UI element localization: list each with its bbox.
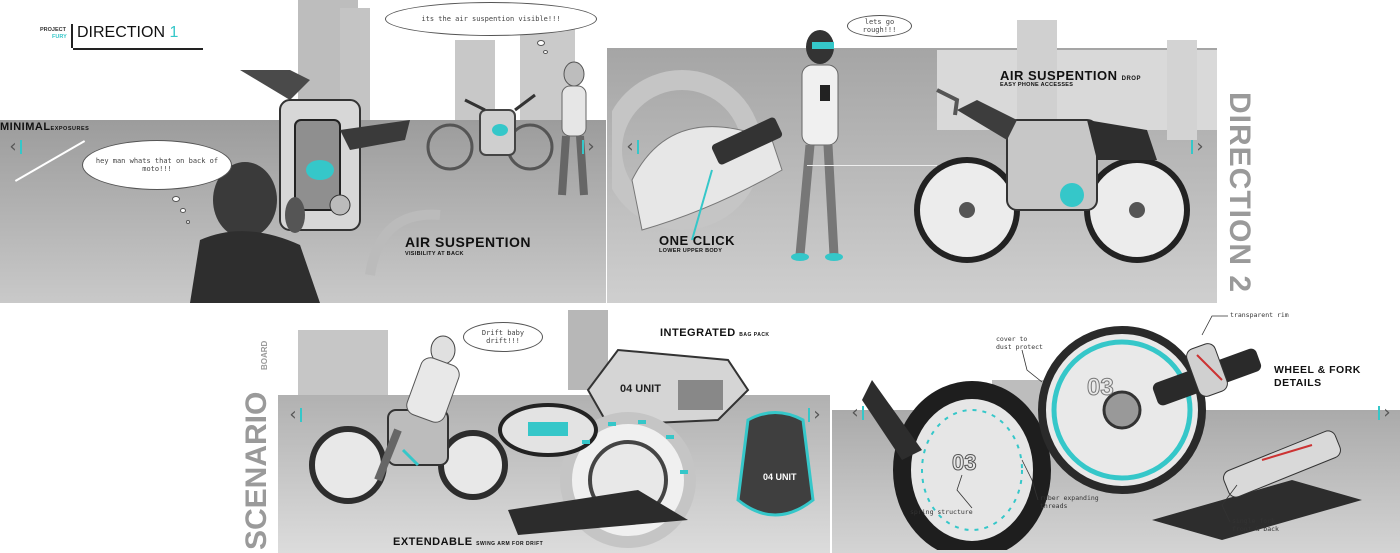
unit-label-frame: 04 UNIT [620,383,661,395]
previous-slide-button[interactable]: ‹ [842,400,868,426]
bubble-dot [186,220,190,224]
rider-standing-figure [558,61,588,196]
air-suspension-subheading: VISIBILITY AT BACK [405,251,464,257]
wheel-fork-title-line2: DETAILS [1274,377,1322,390]
chevron-left-icon: ‹ [851,402,859,423]
wheel-fork-title-line1: WHEEL & FORK [1274,364,1361,376]
next-slide-button[interactable]: › [804,402,830,428]
direction1-word: DIRECTION [77,24,165,41]
chevron-right-icon: › [813,404,821,425]
exposures-label: EXPOSURES [50,126,90,132]
integrated-heading: INTEGRATED BAG PACK [660,327,770,339]
air-suspension-heading: AIR SUSPENTION [405,234,532,250]
drift-rider-motorcycle-sketch [309,335,508,504]
bubble-dot [537,40,545,46]
next-slide-button[interactable]: › [1374,400,1400,426]
direction2-vertical-title: DIRECTION 2 [1216,0,1256,303]
single-fork-note: single fork front & back [1232,517,1279,533]
next-slide-button[interactable]: › [1187,134,1213,160]
chevron-right-icon: › [1196,136,1204,157]
next-slide-button[interactable]: › [578,134,604,160]
panel-one-click-suspension-drop: lets go rough!!! ONE CLICK LOWER UPPER B… [607,0,1217,303]
unit-label-backpack: 04 UNIT [763,472,797,482]
board-label: BOARD [260,340,269,370]
project-label: PROJECT [40,27,66,33]
panel-air-suspension-visibility: MINIMALEXPOSURES its the air suspention … [0,0,606,303]
panel-integrated-bag-extendable-arm: Drift baby drift!!! 04 UNIT 04 UNIT INTE… [278,310,830,553]
previous-slide-button[interactable]: ‹ [280,402,306,428]
wheel-number-front: 03 [952,450,976,475]
fury-label: FURY [52,34,67,40]
minimal-label: MINIMAL [0,121,51,133]
scenario-board-vertical-title: SCENARIO BOARD [240,300,276,553]
city-skyline-tall [1017,20,1057,130]
bag-pack-label: BAG PACK [739,332,770,338]
pointer-line [807,165,937,166]
wheel-number-rear: 03 [1087,374,1114,401]
drop-label: DROP [1121,76,1141,82]
motorcycle-sketch-background [426,93,554,171]
panel-wheel-fork-details: 03 03 WHEEL & FORK DETAILS cover to dust… [832,310,1400,553]
air-suspension-drop-heading: AIR SUSPENTION DROP [1000,68,1141,83]
motorcycle-sketch-main [240,70,410,231]
rider-with-helmet-figure [791,30,843,261]
chevron-right-icon: › [1383,402,1391,423]
annotation-leader-lines [956,315,1238,523]
integrated-backpack-frame-sketch: 04 UNIT [586,348,750,427]
integrated-title: INTEGRATED [660,327,736,339]
scenario-label: SCENARIO [240,391,273,550]
project-header: PROJECT FURY DIRECTION 1 [40,24,210,50]
speech-bubble: Drift baby drift!!! [463,322,543,352]
direction1-number: 1 [169,24,179,41]
swing-arm-label: SWING ARM FOR DRIFT [476,541,544,547]
single-fork-sketch-top [1152,343,1262,406]
swing-arm-wheel-sketch [498,403,696,548]
chevron-left-icon: ‹ [289,404,297,425]
cover-dust-note: cover to dust protect [996,335,1043,351]
rear-wheel-transparent-rim-sketch: 03 [1038,326,1206,494]
bubble-dot [543,50,548,54]
front-wheel-fork-sketch: 03 [862,380,1051,550]
speech-bubble-left: hey man whats that on back of moto!!! [82,140,232,190]
spring-structure-note: spring structure [910,508,973,516]
speech-bubble: lets go rough!!! [847,15,912,37]
air-suspension-drop-title: AIR SUSPENTION [1000,68,1118,83]
one-click-subheading: LOWER UPPER BODY [659,248,723,254]
extendable-title: EXTENDABLE [393,536,473,548]
easy-phone-access-subheading: EASY PHONE ACCESSES [1000,82,1074,88]
single-fork-sketch-bottom [1152,430,1362,540]
header-divider [71,24,73,48]
backpack-sketch: 04 UNIT [736,411,815,517]
ruber-threads-note: ruber expanding threads [1040,494,1099,510]
direction1-title: DIRECTION 1 [77,24,178,42]
hand-phone-sketch [612,70,783,241]
bubble-dot [172,196,180,202]
extendable-heading: EXTENDABLE SWING ARM FOR DRIFT [393,536,543,548]
city-skyline-tall-2 [1167,40,1197,140]
header-underline [73,48,203,50]
chevron-right-icon: › [587,136,595,157]
chevron-left-icon: ‹ [626,136,634,157]
speech-bubble-top: its the air suspention visible!!! [385,2,597,36]
wheel-fork-details-heading: WHEEL & FORK DETAILS [1274,364,1361,390]
minimal-heading: MINIMALEXPOSURES [0,121,89,133]
previous-slide-button[interactable]: ‹ [0,134,26,160]
direction2-label: DIRECTION 2 [1223,92,1256,294]
onlooker-man-figure [190,162,320,303]
transparent-rim-note: transparent rim [1230,311,1289,319]
rim-arc-detail [365,209,441,276]
motorcycle-lowered-sketch [914,88,1190,263]
chevron-left-icon: ‹ [9,136,17,157]
one-click-heading: ONE CLICK [659,233,735,248]
previous-slide-button[interactable]: ‹ [617,134,643,160]
bubble-dot [180,208,186,213]
